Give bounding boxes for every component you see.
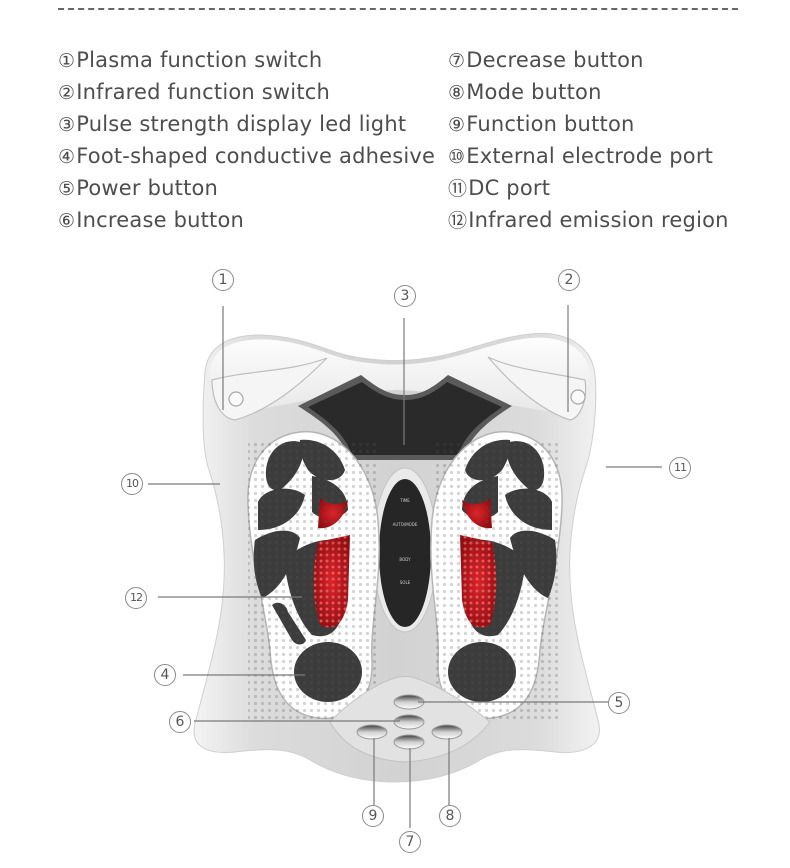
- legend-number: ②: [58, 82, 76, 104]
- legend-item-dc-port: ⑪DC port: [448, 174, 729, 206]
- legend-label: Decrease button: [466, 48, 644, 72]
- panel-label-sole: SOLE: [399, 580, 411, 585]
- plasma-switch: [228, 391, 244, 407]
- legend-left-column: ①Plasma function switch ②Infrared functi…: [58, 46, 435, 238]
- legend-item-infrared-region: ⑫Infrared emission region: [448, 206, 729, 238]
- callout-10: 10: [121, 473, 143, 495]
- legend-item-plasma-switch: ①Plasma function switch: [58, 46, 435, 78]
- callout-2: 2: [558, 269, 580, 291]
- legend-label: Increase button: [76, 208, 245, 232]
- legend-item-increase-button: ⑥Increase button: [58, 206, 435, 238]
- center-panel: [372, 467, 438, 633]
- panel-label-auto-mode: AUTO/MODE: [392, 522, 418, 527]
- callout-12: 12: [125, 587, 147, 609]
- decrease-button[interactable]: [393, 734, 425, 750]
- legend-label: Mode button: [466, 80, 602, 104]
- legend-number: ①: [58, 50, 76, 72]
- callout-8: 8: [439, 805, 461, 827]
- legend-right-column: ⑦Decrease button ⑧Mode button ⑨Function …: [448, 46, 729, 238]
- left-foot-pad: [247, 430, 380, 720]
- legend-number: ④: [58, 146, 76, 168]
- infrared-switch: [570, 389, 586, 405]
- legend-item-led-display: ③Pulse strength display led light: [58, 110, 435, 142]
- legend-item-infrared-switch: ②Infrared function switch: [58, 78, 435, 110]
- legend-label: Foot-shaped conductive adhesive: [76, 144, 436, 168]
- panel-label-time: TIME: [400, 498, 410, 503]
- legend-label: Function button: [466, 112, 635, 136]
- button-tray: [329, 676, 491, 763]
- callout-4: 4: [154, 664, 176, 686]
- function-button[interactable]: [356, 724, 388, 740]
- legend-number: ⑦: [448, 50, 466, 72]
- legend-number: ⑨: [448, 114, 466, 136]
- legend-number: ⑧: [448, 82, 466, 104]
- legend-item-electrode-port: ⑩External electrode port: [448, 142, 729, 174]
- dashed-divider: [58, 8, 738, 10]
- leader-lines: [148, 305, 662, 828]
- legend-label: Infrared emission region: [468, 208, 729, 232]
- callout-7: 7: [399, 831, 421, 853]
- legend-label: External electrode port: [466, 144, 714, 168]
- right-foot-pad: [430, 430, 563, 720]
- panel-label-body: BODY: [399, 557, 411, 562]
- legend-item-decrease-button: ⑦Decrease button: [448, 46, 729, 78]
- callout-3: 3: [394, 285, 416, 307]
- legend-label: Infrared function switch: [76, 80, 331, 104]
- callout-9: 9: [362, 805, 384, 827]
- callout-1: 1: [212, 269, 234, 291]
- legend-number: ③: [58, 114, 76, 136]
- legend-number: ⑩: [448, 146, 466, 168]
- legend-number: ⑫: [448, 210, 468, 232]
- legend-label: Pulse strength display led light: [76, 112, 407, 136]
- legend-number: ⑤: [58, 178, 76, 200]
- legend-item-power-button: ⑤Power button: [58, 174, 435, 206]
- increase-button[interactable]: [393, 714, 425, 730]
- led-display: [298, 375, 512, 460]
- callout-5: 5: [608, 692, 630, 714]
- legend-label: Plasma function switch: [76, 48, 323, 72]
- legend-number: ⑥: [58, 210, 76, 232]
- legend-number: ⑪: [448, 178, 468, 200]
- legend-item-function-button: ⑨Function button: [448, 110, 729, 142]
- legend-label: DC port: [468, 176, 551, 200]
- callout-6: 6: [169, 711, 191, 733]
- legend-item-conductive-adhesive: ④Foot-shaped conductive adhesive: [58, 142, 435, 174]
- legend-label: Power button: [76, 176, 219, 200]
- mode-button[interactable]: [431, 724, 463, 740]
- legend-item-mode-button: ⑧Mode button: [448, 78, 729, 110]
- callout-11: 11: [669, 457, 691, 479]
